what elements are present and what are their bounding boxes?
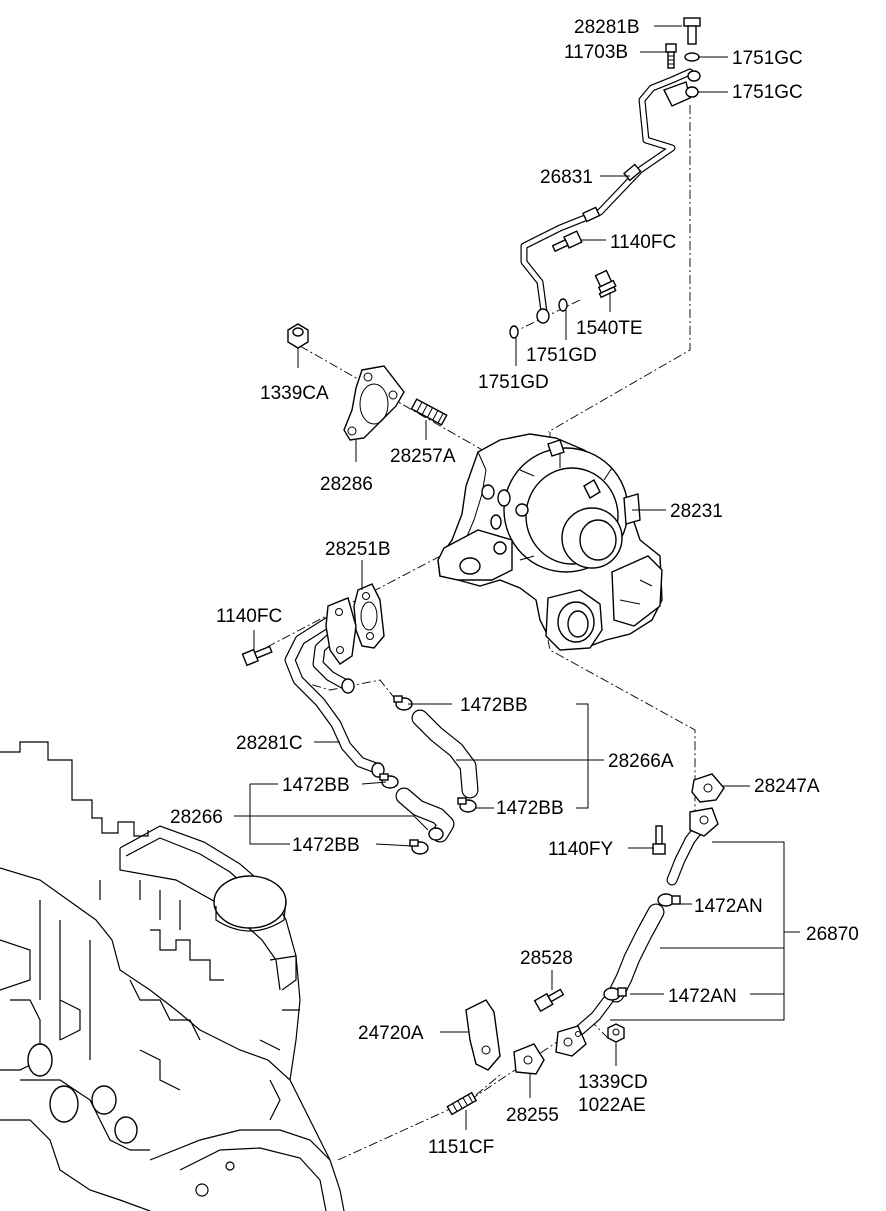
label-1140FC-a: 1140FC (610, 232, 676, 253)
label-1472AN-a: 1472AN (694, 896, 763, 917)
bolt-1140FC-b (241, 645, 273, 667)
hose-28266A (411, 709, 479, 799)
hose-28266 (395, 787, 455, 843)
label-1151CF: 1151CF (428, 1137, 494, 1158)
label-28266: 28266 (170, 807, 223, 828)
label-26870: 26870 (806, 924, 859, 945)
label-1472AN-b: 1472AN (668, 986, 737, 1007)
clamp-1472BB-d (409, 827, 444, 855)
engine-block (0, 741, 345, 1211)
washer-1751GC-b (685, 86, 699, 98)
part-labels: 28281B 11703B 1751GC 1751GC 26831 1140FC… (170, 17, 859, 1158)
label-1472BB-b: 1472BB (282, 775, 350, 796)
oil-feed-pipe-26831 (520, 68, 701, 324)
leader-lines (234, 25, 800, 1130)
label-1751GD-a: 1751GD (526, 345, 597, 366)
label-1540TE: 1540TE (576, 318, 643, 339)
label-28231: 28231 (670, 501, 723, 522)
coolant-pipe-26870 (555, 807, 719, 1057)
clamp-1472BB-b (379, 773, 399, 789)
label-28251B: 28251B (325, 539, 391, 560)
bolt-1140FY (652, 825, 666, 855)
gasket-28251B (353, 583, 385, 649)
label-1472BB-a: 1472BB (460, 695, 528, 716)
label-1751GC-a: 1751GC (732, 48, 803, 69)
gasket-28247A (691, 773, 725, 803)
bolt-1140FC-a (551, 230, 583, 253)
label-24720A: 24720A (358, 1023, 424, 1044)
label-28255: 28255 (506, 1105, 559, 1126)
label-1140FC-b: 1140FC (216, 606, 282, 627)
clamp-1472BB-a (393, 695, 413, 711)
stud-1151CF (446, 1091, 478, 1116)
label-28281C: 28281C (236, 733, 303, 754)
label-1751GC-b: 1751GC (732, 82, 803, 103)
label-11703B: 11703B (564, 42, 628, 63)
label-1339CD: 1339CD (578, 1072, 648, 1093)
label-28528: 28528 (520, 948, 573, 969)
label-28266A: 28266A (608, 751, 674, 772)
label-1751GD-b: 1751GD (478, 372, 549, 393)
label-28257A: 28257A (390, 446, 456, 467)
banjo-bolt-1540TE (594, 269, 617, 299)
washer-1751GD-a (558, 298, 568, 312)
label-1472BB-c: 1472BB (496, 798, 564, 819)
stud-28257A (410, 398, 448, 426)
clamp-1472AN-b (603, 987, 627, 1001)
bracket-24720A (465, 999, 501, 1071)
label-28286: 28286 (320, 474, 373, 495)
washer-1751GD-b (509, 325, 519, 339)
oil-return-pipe-28281C (284, 597, 385, 778)
clamp-1472AN-a (657, 893, 681, 907)
washer-1751GC-a (684, 52, 700, 62)
bolt-28528 (533, 988, 565, 1013)
label-28281B: 28281B (574, 17, 640, 38)
clamp-1472BB-c (457, 797, 477, 813)
gasket-28286 (343, 365, 405, 441)
banjo-bolt-28281B (683, 17, 701, 45)
gasket-28255 (513, 1043, 545, 1075)
label-28247A: 28247A (754, 776, 820, 797)
bolt-11703B (665, 43, 677, 69)
label-1339CA: 1339CA (260, 383, 329, 404)
label-1140FY: 1140FY (548, 839, 613, 860)
nut-1339CD (607, 1023, 625, 1043)
label-1472BB-d: 1472BB (292, 835, 360, 856)
label-26831: 26831 (540, 167, 593, 188)
turbocharger-28231 (437, 433, 663, 651)
label-1022AE: 1022AE (578, 1095, 646, 1116)
nut-1339CA (287, 323, 309, 349)
